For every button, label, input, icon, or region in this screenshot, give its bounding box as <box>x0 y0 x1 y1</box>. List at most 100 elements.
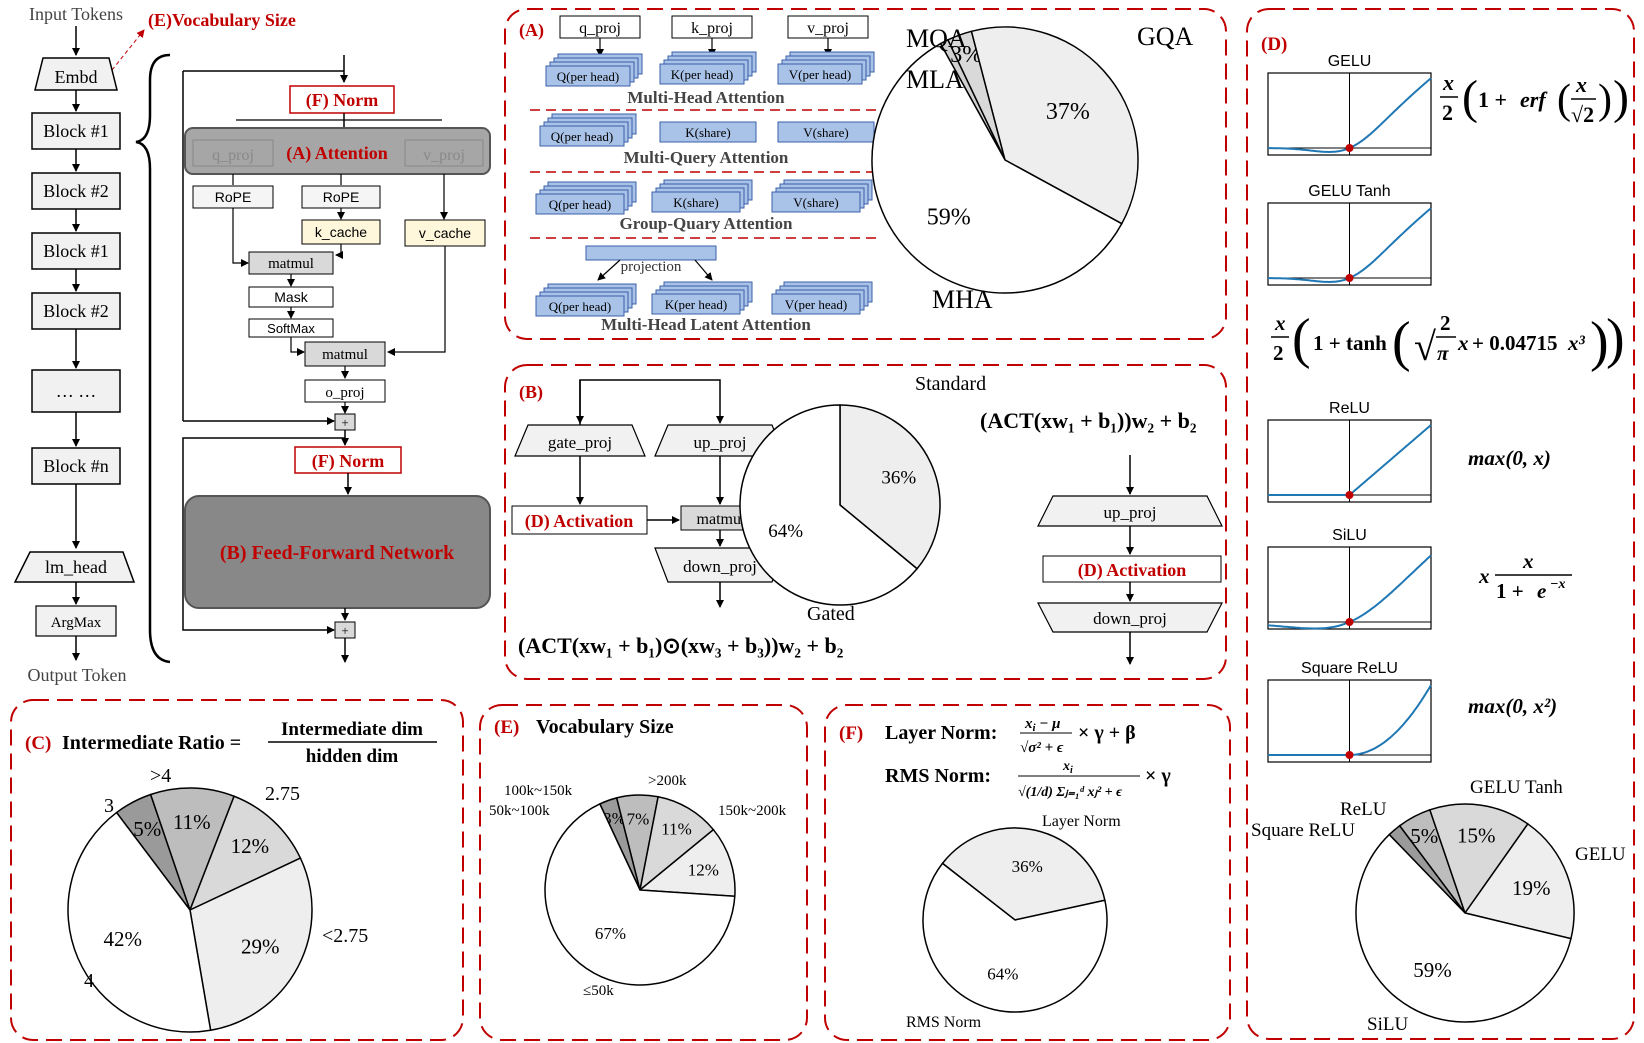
mqa-q <box>539 125 625 147</box>
rms-norm-formula: xi √(1/d) Σⱼ₌₁ᵈ xⱼ² + ϵ × γ <box>1018 759 1171 800</box>
pie-label-norm-1: RMS Norm <box>906 1014 982 1031</box>
svg-text:x: x <box>1478 564 1490 588</box>
pie-value-attention-2: 37% <box>1046 99 1090 125</box>
panel-c-border <box>10 699 464 1041</box>
pie-label-activation-3: GELU <box>1575 844 1626 865</box>
block-brace <box>135 53 171 664</box>
svg-text:xi − μ: xi − μ <box>1024 716 1061 734</box>
gated-formula: (ACT(xw₁ + b₁)⊙(xw₃ + b₃))w₂ + b₂ <box>518 633 844 658</box>
panel-e-tag: (E) <box>494 717 519 738</box>
model-block-2 <box>31 232 121 270</box>
act-name-4: Square ReLU <box>1301 660 1398 677</box>
matmul2-box <box>304 341 386 367</box>
ffn-box <box>184 495 491 609</box>
pie-value-activation-3: 19% <box>1512 876 1551 900</box>
svg-text:(: ( <box>1557 77 1571 123</box>
svg-text:−x: −x <box>1550 577 1565 592</box>
mqa-v-label: V(share) <box>803 125 848 140</box>
input-tokens-label: Input Tokens <box>29 4 123 24</box>
svg-text:2: 2 <box>1440 311 1451 335</box>
pie-value-vocab-4: 67% <box>595 924 626 943</box>
mha-v <box>777 63 863 85</box>
rope1-label: RoPE <box>215 189 252 205</box>
svg-text:× γ: × γ <box>1145 765 1171 787</box>
pie-value-ffn-0: 36% <box>881 468 916 489</box>
pie-label-vocab-3: 150k~200k <box>718 803 787 819</box>
pie-slice-norm-0 <box>941 827 1106 921</box>
layer-norm-label: Layer Norm: <box>885 722 997 744</box>
norm1-box <box>289 85 395 114</box>
model-block-4 <box>31 369 121 413</box>
pie-label-activation-2: GELU Tanh <box>1470 777 1563 798</box>
std-down-proj-label: down_proj <box>1093 609 1167 628</box>
svg-text:(: ( <box>1392 311 1411 373</box>
matmul1-label: matmul <box>268 256 314 272</box>
svg-text:√σ² + ϵ: √σ² + ϵ <box>1020 740 1064 756</box>
b-matmul-label: matmul <box>697 511 746 528</box>
pie-value-intermediate_ratio-2: 12% <box>231 834 270 858</box>
svg-text:xi: xi <box>1062 759 1073 776</box>
model-block-label: Block #2 <box>43 301 109 321</box>
pie-slice-activation-2 <box>1428 803 1529 915</box>
b-down-proj-box <box>654 547 786 583</box>
svg-text:√2: √2 <box>1571 102 1594 127</box>
pie-label-activation-0: Square ReLU <box>1251 820 1355 841</box>
pie-value-attention-3: 59% <box>927 205 971 231</box>
std-activation-box <box>1042 555 1222 583</box>
pie-label-norm-0: Layer Norm <box>1042 813 1121 830</box>
svg-text:2: 2 <box>1273 341 1284 365</box>
pie-value-vocab-2: 11% <box>661 820 692 839</box>
silu-formula: x x 1 + e−x <box>1478 549 1572 603</box>
pie-value-intermediate_ratio-1: 11% <box>173 810 211 834</box>
act-origin-dot-3 <box>1345 618 1354 626</box>
svg-text:× γ + β: × γ + β <box>1078 722 1136 744</box>
mqa-k-label: K(share) <box>685 125 730 140</box>
b-activation-box <box>511 505 648 535</box>
pie-value-intermediate_ratio-3: 29% <box>241 935 280 959</box>
mla-q <box>535 295 625 317</box>
embd-label: Embd <box>55 67 98 87</box>
panel-c-tag: (C) <box>25 733 51 754</box>
std-up-proj-box <box>1037 495 1223 527</box>
model-block-label: … … <box>56 381 97 401</box>
pie-slice-vocab-2 <box>638 795 715 892</box>
pie-label-activation-1: ReLU <box>1340 799 1387 820</box>
pie-b-gated: Gated <box>807 603 855 625</box>
panel-borders <box>10 8 1635 1041</box>
pie-slice-intermediate_ratio-1 <box>149 787 236 913</box>
pie-slice-intermediate_ratio-2 <box>188 795 302 912</box>
svg-text:x: x <box>1522 549 1534 573</box>
gelu-formula: x2 ( 1 + erf ( x√2 ) ) <box>1440 70 1629 127</box>
svg-text:√(1/d) Σⱼ₌₁ᵈ xⱼ² + ϵ: √(1/d) Σⱼ₌₁ᵈ xⱼ² + ϵ <box>1018 785 1123 800</box>
mla-q-label: Q(per head) <box>549 299 611 314</box>
norm1-label: (F) Norm <box>306 90 378 111</box>
panel-b: (B) gate_proj up_proj (D) Activation mat… <box>511 373 1223 665</box>
a-v-proj-label: v_proj <box>807 20 849 37</box>
mla-caption: Multi-Head Latent Attention <box>601 315 811 334</box>
mla-projection-label: projection <box>621 259 682 275</box>
gqa-caption: Group-Quary Attention <box>619 214 793 233</box>
svg-text:): ) <box>1590 311 1609 373</box>
svg-text:): ) <box>1606 308 1625 370</box>
o-proj-label: o_proj <box>325 385 364 401</box>
svg-text:): ) <box>1613 71 1629 124</box>
transformer-block: (F) Norm q_proj v_proj (A) Attention RoP… <box>182 55 491 663</box>
pie-slice-ffn-1 <box>739 404 919 606</box>
model-block-label: Block #n <box>43 456 109 476</box>
embd-box <box>34 57 118 91</box>
gqa-v <box>771 191 861 213</box>
panel-c-title: Intermediate Ratio = <box>62 732 241 754</box>
act-origin-dot-2 <box>1345 491 1354 499</box>
a-k-proj-label: k_proj <box>691 20 733 37</box>
layer-norm-formula: xi − μ √σ² + ϵ × γ + β <box>1020 716 1136 756</box>
std-activation-label: (D) Activation <box>1078 560 1186 581</box>
pie-value-activation-2: 15% <box>1457 823 1496 847</box>
mla-k-label: K(per head) <box>665 297 727 312</box>
panel-a-border <box>504 8 1227 340</box>
gate-proj-label: gate_proj <box>548 433 612 452</box>
pie-slice-activation-4 <box>1355 833 1572 1023</box>
panel-e-title: Vocabulary Size <box>536 716 674 738</box>
svg-text:x³: x³ <box>1567 331 1586 355</box>
